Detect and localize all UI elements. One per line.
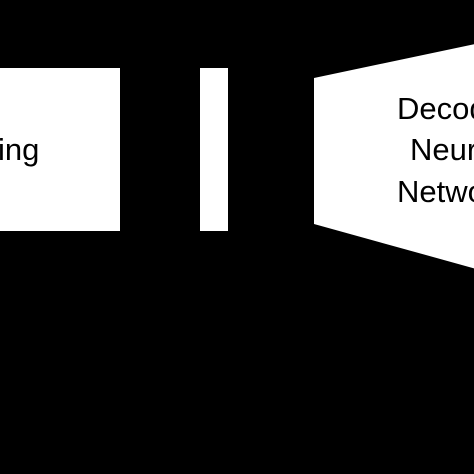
left-process-box xyxy=(0,68,120,231)
left-box-label: ing xyxy=(0,132,39,167)
decoder-label-line-2: Neur xyxy=(410,132,474,167)
middle-vector-bar xyxy=(200,68,228,231)
decoder-label-line-1: Decod xyxy=(397,91,474,126)
decoder-label-line-3: Netwo xyxy=(397,174,474,209)
decoder-trapezoid xyxy=(314,44,474,269)
